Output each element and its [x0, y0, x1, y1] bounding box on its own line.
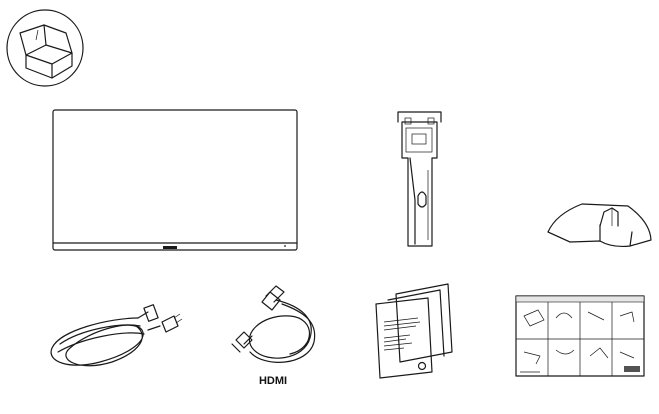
power-cable [50, 304, 183, 367]
quick-setup-guide [515, 295, 645, 377]
safety-regulatory-document [375, 283, 453, 379]
stand-riser [397, 111, 442, 247]
hdmi-cable [231, 285, 316, 363]
monitor-display [52, 109, 298, 251]
stand-base [547, 203, 652, 248]
hdmi-label: HDMI [258, 375, 288, 387]
packaging-box-icon [6, 9, 84, 87]
